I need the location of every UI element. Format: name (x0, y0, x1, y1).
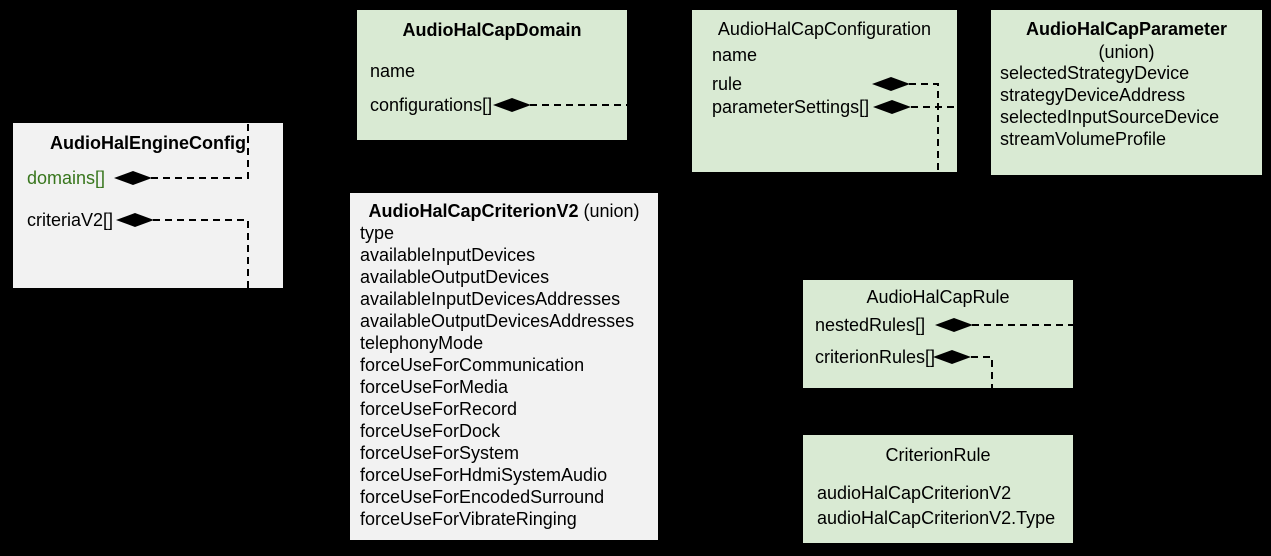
field-rule: rule (712, 74, 743, 94)
field-force-use-for-encoded-surround: forceUseForEncodedSurround (360, 487, 605, 507)
class-box-audio-hal-cap-parameter: AudioHalCapParameter (union) selectedStr… (991, 10, 1262, 175)
field-available-input-devices: availableInputDevices (360, 245, 536, 265)
field-telephony-mode: telephonyMode (360, 333, 484, 353)
field-force-use-for-system: forceUseForSystem (360, 443, 520, 463)
field-selected-strategy-device: selectedStrategyDevice (1000, 63, 1190, 83)
field-parameter-settings: parameterSettings[] (712, 97, 870, 117)
class-box-audio-hal-cap-configuration: AudioHalCapConfiguration name rule param… (692, 10, 957, 172)
field-criterion-rules: criterionRules[] (815, 347, 936, 367)
field-configurations: configurations[] (370, 95, 493, 115)
field-force-use-for-vibrate-ringing: forceUseForVibrateRinging (360, 509, 577, 529)
field-selected-input-source-device: selectedInputSourceDevice (1000, 107, 1220, 127)
field-audio-hal-cap-criterion-v2-type: audioHalCapCriterionV2.Type (817, 508, 1056, 528)
field-nested-rules: nestedRules[] (815, 315, 926, 335)
class-box-audio-hal-cap-domain: AudioHalCapDomain name configurations[] (357, 10, 627, 140)
class-box-audio-hal-cap-criterion-v2: AudioHalCapCriterionV2 (union) type avai… (350, 193, 658, 540)
class-title: AudioHalCapConfiguration (717, 19, 932, 39)
field-force-use-for-media: forceUseForMedia (360, 377, 509, 397)
field-type: type (360, 223, 395, 243)
field-available-input-devices-addresses: availableInputDevicesAddresses (360, 289, 621, 309)
field-force-use-for-communication: forceUseForCommunication (360, 355, 585, 375)
class-title: AudioHalCapDomain (402, 20, 582, 40)
class-title: AudioHalEngineConfig (50, 133, 246, 153)
field-available-output-devices-addresses: availableOutputDevicesAddresses (360, 311, 635, 331)
field-force-use-for-record: forceUseForRecord (360, 399, 518, 419)
field-domains: domains[] (27, 168, 106, 188)
class-title-union: (union) (1098, 42, 1155, 62)
class-title: AudioHalCapCriterionV2 (union) (350, 199, 658, 223)
field-audio-hal-cap-criterion-v2: audioHalCapCriterionV2 (817, 483, 1012, 503)
class-title-union: (union) (578, 201, 640, 221)
class-box-criterion-rule: CriterionRule audioHalCapCriterionV2 aud… (803, 435, 1073, 543)
field-stream-volume-profile: streamVolumeProfile (1000, 129, 1167, 149)
field-criteriav2: criteriaV2[] (27, 210, 114, 230)
field-name: name (370, 61, 416, 81)
field-force-use-for-hdmi-system-audio: forceUseForHdmiSystemAudio (360, 465, 608, 485)
class-title-name: AudioHalCapCriterionV2 (368, 201, 579, 221)
field-available-output-devices: availableOutputDevices (360, 267, 550, 287)
class-title: AudioHalCapParameter (1025, 19, 1228, 39)
field-strategy-device-address: strategyDeviceAddress (1000, 85, 1186, 105)
class-title: AudioHalCapRule (866, 287, 1010, 307)
class-box-audio-hal-engine-config: AudioHalEngineConfig domains[] criteriaV… (13, 123, 283, 288)
class-title: CriterionRule (885, 445, 991, 465)
field-force-use-for-dock: forceUseForDock (360, 421, 501, 441)
class-box-audio-hal-cap-rule: AudioHalCapRule nestedRules[] criterionR… (803, 280, 1073, 388)
field-name: name (712, 45, 758, 65)
